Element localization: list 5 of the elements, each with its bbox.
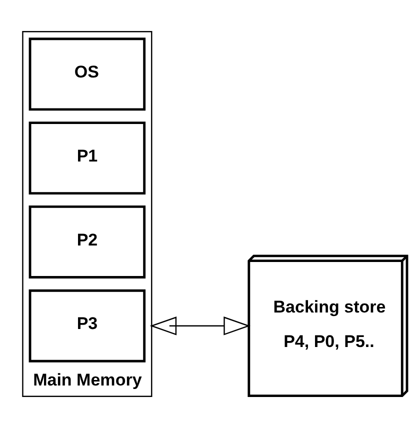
node-box: P3 bbox=[28, 288, 146, 362]
node-box: OS bbox=[28, 37, 146, 110]
arrow bbox=[150, 316, 250, 335]
node-box: P1 bbox=[28, 121, 146, 194]
node-box: P2 bbox=[28, 205, 146, 278]
